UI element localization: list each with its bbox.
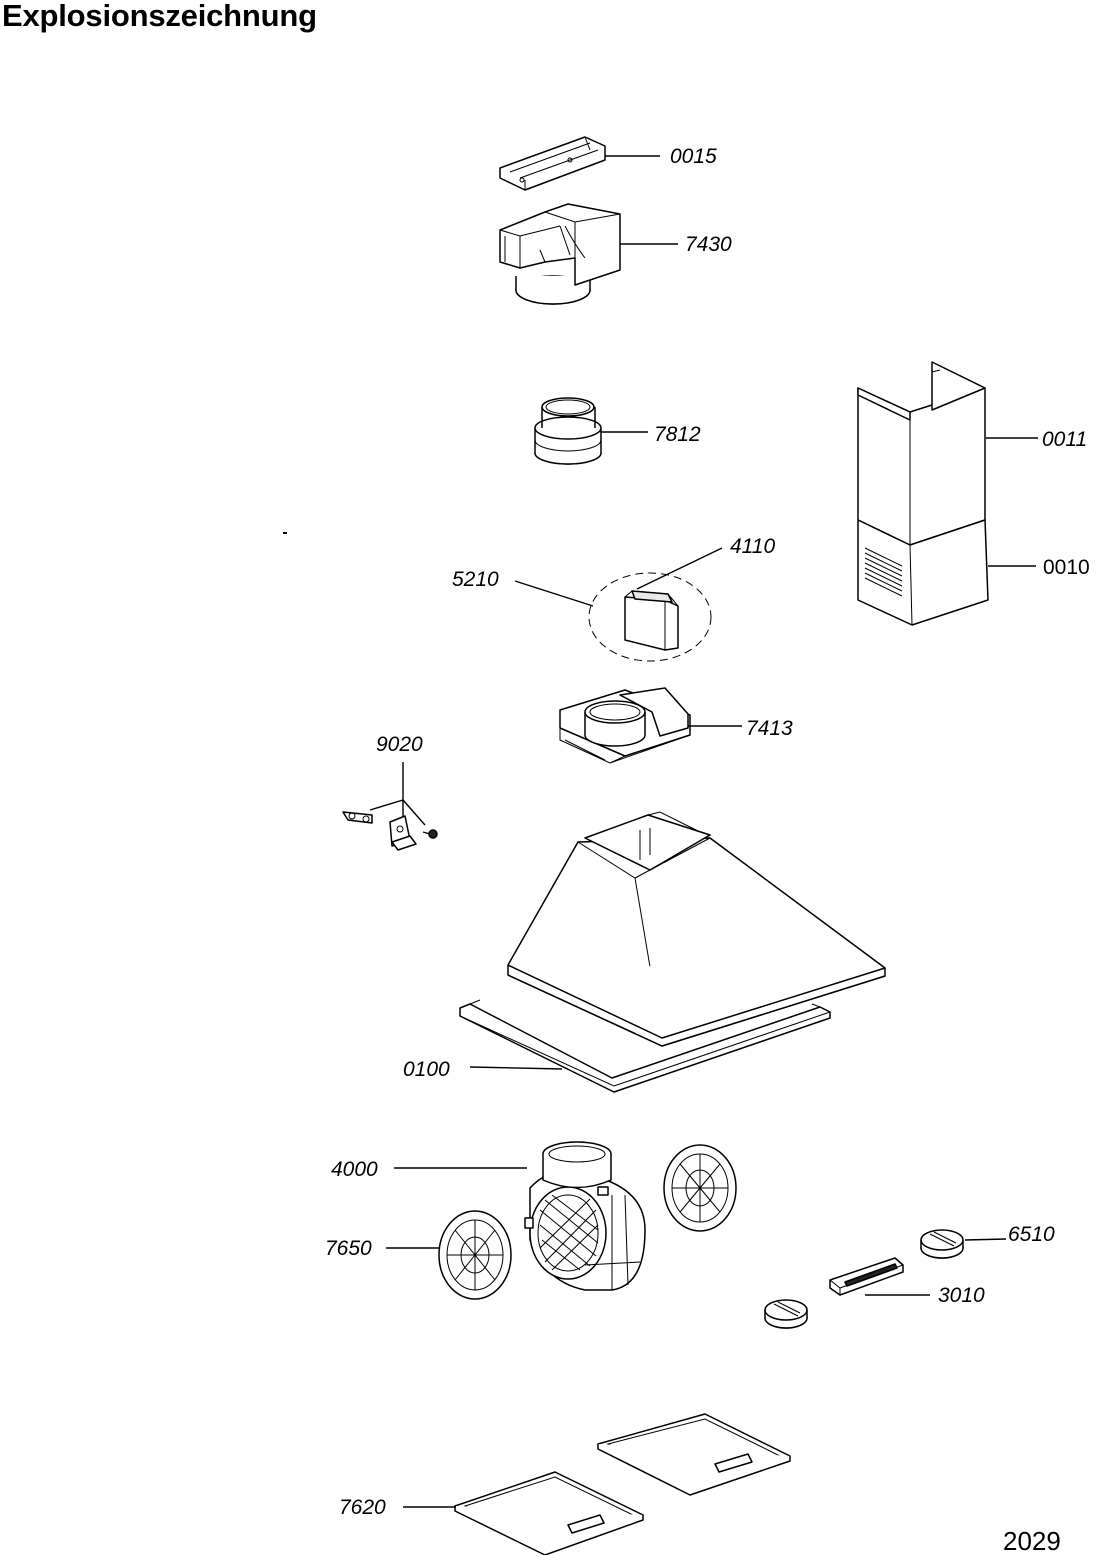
sheet-number: 2029 bbox=[1003, 1526, 1061, 1556]
air-outlet-box-part bbox=[499, 203, 621, 305]
part-label-0015: 0015 bbox=[670, 145, 717, 168]
part-label-7620: 7620 bbox=[339, 1496, 386, 1519]
page-title: Explosionszeichnung bbox=[2, 0, 317, 33]
part-label-7430: 7430 bbox=[685, 233, 732, 256]
control-knob-2-part bbox=[764, 1299, 808, 1329]
hood-body-part bbox=[507, 811, 886, 1047]
mounting-kit-part bbox=[342, 811, 438, 851]
motor-fan-part bbox=[524, 1141, 646, 1291]
grease-filter-bottom-part bbox=[454, 1471, 644, 1555]
part-label-7413: 7413 bbox=[746, 717, 793, 740]
fan-grid-left-part bbox=[438, 1210, 512, 1300]
hood-seal-part bbox=[459, 999, 831, 1093]
part-label-3010: 3010 bbox=[938, 1284, 985, 1307]
part-label-9020: 9020 bbox=[376, 733, 423, 756]
bracket-part bbox=[499, 136, 606, 191]
adapter-plate-part bbox=[559, 687, 691, 764]
switch-part bbox=[829, 1257, 904, 1296]
part-label-0011: 0011 bbox=[1042, 428, 1087, 451]
flange-part bbox=[534, 397, 602, 465]
part-label-4110: 4110 bbox=[730, 535, 775, 558]
part-label-7812: 7812 bbox=[654, 423, 701, 446]
part-label-0100: 0100 bbox=[403, 1058, 450, 1081]
fan-grid-right-part bbox=[663, 1144, 737, 1232]
part-label-6510: 6510 bbox=[1008, 1223, 1055, 1246]
grease-filter-top-part bbox=[597, 1413, 791, 1496]
part-label-4000: 4000 bbox=[331, 1158, 378, 1181]
part-label-0010: 0010 bbox=[1043, 556, 1090, 579]
part-label-7650: 7650 bbox=[325, 1237, 372, 1260]
control-knob-part bbox=[920, 1229, 964, 1259]
part-label-5210: 5210 bbox=[452, 568, 499, 591]
chimney-part bbox=[857, 361, 989, 626]
electronics-group-part bbox=[588, 572, 712, 662]
